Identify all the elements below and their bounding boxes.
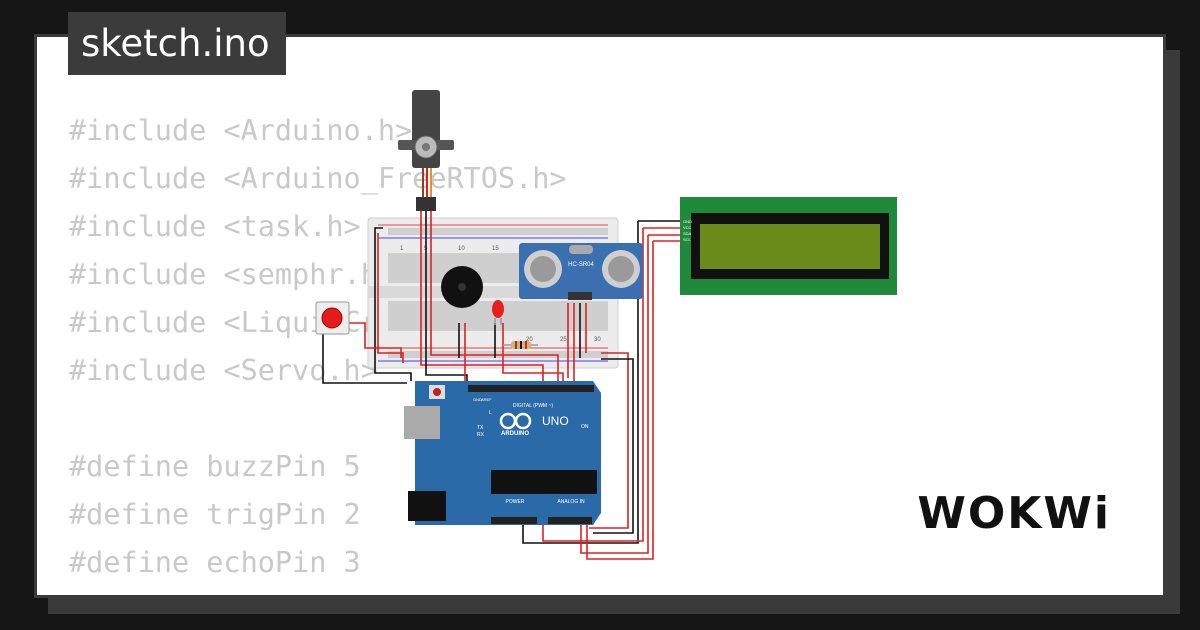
project-card: #include <Arduino.h> #include <Arduino_Fr… [34, 34, 1166, 598]
arduino-model: UNO [542, 414, 569, 428]
breadboard-number: 20 [526, 337, 533, 343]
breadboard-number: 15 [492, 246, 499, 252]
arduino-logo-icon [499, 412, 532, 430]
tx-label: TX [477, 425, 484, 431]
code-line: #include <Arduino.h> [69, 114, 413, 147]
breadboard-number: 10 [458, 246, 465, 252]
wire-red [377, 233, 404, 363]
code-line: #include <Arduino_FreeRTOS.h> [69, 162, 567, 195]
file-tab[interactable]: sketch.ino [68, 12, 286, 75]
digital-label: DIGITAL (PWM ~) [513, 403, 553, 409]
code-line: #define ledPin 6 [69, 587, 584, 595]
on-label: ON [581, 424, 589, 430]
sensor-label: HC-SR04 [568, 262, 594, 268]
wire-black [374, 227, 412, 381]
analog-label: ANALOG IN [557, 499, 585, 505]
wire-red [420, 208, 544, 388]
lcd-pin-label: VCC [683, 225, 692, 230]
code-line: #include <semphr.h> [69, 258, 396, 291]
ultrasonic-sensor: HC-SR04 [519, 243, 643, 300]
code-line: #define buzzPin 5 [69, 450, 361, 483]
red-led [492, 300, 504, 325]
resistor [503, 341, 538, 349]
lcd-display: GND VCC SDA SCL [680, 197, 897, 295]
l-label: L [489, 410, 492, 416]
gnd-label: GND [473, 397, 482, 402]
arduino-uno: DIGITAL (PWM ~) AREF GND L TX RX UNO ARD… [404, 381, 601, 525]
wire-black [322, 333, 407, 384]
wire-red [542, 228, 644, 542]
wire-red [586, 241, 654, 560]
wire-red [502, 323, 564, 388]
rx-label: RX [477, 432, 485, 438]
servo-motor [398, 90, 454, 211]
lcd-pin-label: SCL [683, 237, 692, 242]
wire-red [589, 352, 629, 529]
lcd-pin-label: GND [683, 219, 692, 224]
wire-red [580, 235, 649, 554]
wire-red [347, 322, 402, 358]
push-button [315, 301, 350, 335]
code-line: #define echoPin 3 [69, 546, 361, 579]
breadboard-number: 30 [594, 337, 601, 343]
code-line: #include <task.h> [69, 210, 361, 243]
arduino-brand: ARDUINO [501, 431, 529, 437]
code-line: #include <Servo.h> [69, 354, 378, 387]
breadboard-number: 25 [560, 337, 567, 343]
wire-black [593, 358, 634, 534]
code-line: #define trigPin 2 [69, 498, 361, 531]
wokwi-logo: WOKWi [917, 488, 1111, 539]
aref-label: AREF [481, 397, 492, 402]
buzzer [441, 266, 483, 308]
code-preview: #include <Arduino.h> #include <Arduino_Fr… [69, 107, 584, 595]
lcd-pin-label: SDA [683, 231, 692, 236]
power-label: POWER [506, 499, 525, 505]
breadboard-number: 1 [400, 246, 404, 252]
circuit-diagram: 1 5 10 15 20 25 30 [315, 90, 897, 560]
